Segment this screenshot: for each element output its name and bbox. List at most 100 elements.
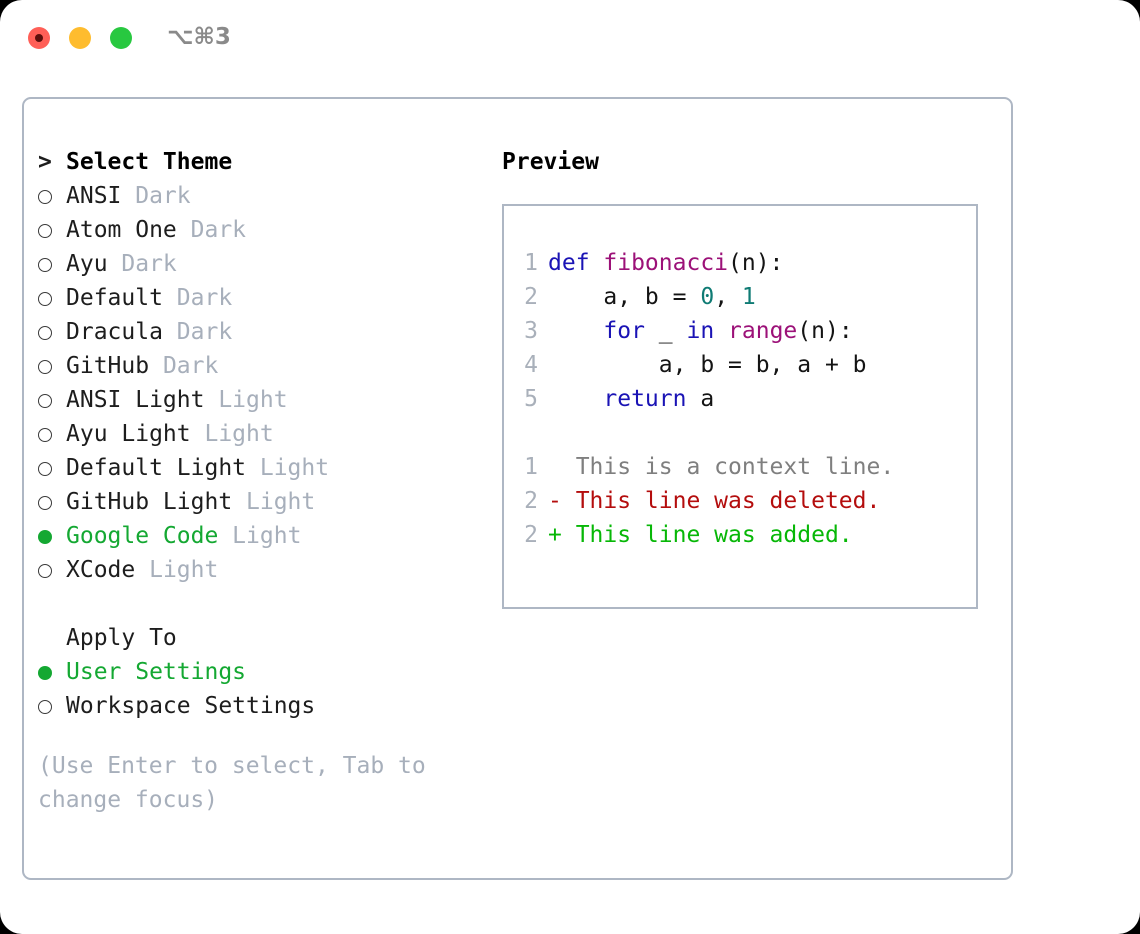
line-number: 2 <box>524 284 538 310</box>
select-theme-header: > Select Theme <box>38 149 488 183</box>
code-token-fn: range <box>728 318 798 344</box>
radio-mark <box>38 224 52 238</box>
code-text: return a <box>548 386 714 412</box>
traffic-light-buttons <box>28 27 132 49</box>
theme-category: Light <box>135 557 219 583</box>
radio-unselected-icon[interactable] <box>38 695 66 718</box>
theme-name: Ayu Light <box>66 421 191 447</box>
theme-list-item[interactable]: GitHub Light Light <box>38 489 488 523</box>
diff-text-add: + This line was added. <box>548 522 853 548</box>
radio-mark <box>38 190 52 204</box>
radio-mark <box>38 428 52 442</box>
radio-unselected-icon[interactable] <box>38 185 66 208</box>
diff-text-ctx: This is a context line. <box>548 454 895 480</box>
radio-mark <box>38 700 52 714</box>
theme-list-item[interactable]: XCode Light <box>38 557 488 591</box>
diff-line: 2 + This line was added. <box>504 522 976 556</box>
theme-category: Dark <box>121 183 191 209</box>
code-token-fn: fibonacci <box>603 250 729 276</box>
radio-mark <box>38 360 52 374</box>
theme-category: Dark <box>176 217 247 243</box>
apply-to-label: User Settings <box>66 659 247 685</box>
radio-unselected-icon[interactable] <box>38 559 66 582</box>
code-text: def fibonacci(n): <box>548 250 783 276</box>
line-number: 1 <box>524 454 538 480</box>
line-number: 5 <box>524 386 538 412</box>
line-number: 4 <box>524 352 538 378</box>
radio-unselected-icon[interactable] <box>38 457 66 480</box>
theme-list-item[interactable]: ANSI Dark <box>38 183 488 217</box>
radio-unselected-icon[interactable] <box>38 491 66 514</box>
code-token-plain: a <box>686 386 715 412</box>
code-token-plain: , <box>714 284 742 310</box>
apply-to-header: o Apply To <box>38 625 488 659</box>
line-number: 2 <box>524 522 538 548</box>
theme-list-item[interactable]: Ayu Dark <box>38 251 488 285</box>
theme-category: Light <box>218 523 302 549</box>
theme-name: Default <box>66 285 163 311</box>
theme-category: Light <box>190 421 274 447</box>
radio-mark <box>38 496 52 510</box>
theme-name: Atom One <box>66 217 177 243</box>
radio-selected-icon[interactable] <box>38 661 66 684</box>
minimize-button-icon[interactable] <box>69 27 91 49</box>
radio-mark <box>38 462 52 476</box>
code-line: 4 a, b = b, a + b <box>504 352 976 386</box>
radio-unselected-icon[interactable] <box>38 219 66 242</box>
theme-list-item[interactable]: Default Dark <box>38 285 488 319</box>
theme-list-item[interactable]: Google Code Light <box>38 523 488 557</box>
diff-line: 1 This is a context line. <box>504 454 976 488</box>
radio-unselected-icon[interactable] <box>38 287 66 310</box>
radio-unselected-icon[interactable] <box>38 321 66 344</box>
apply-to-title: Apply To <box>66 625 177 651</box>
code-token-plain: a, b = b, a + b <box>548 352 867 378</box>
code-token-kw: def <box>548 250 604 276</box>
radio-mark <box>38 258 52 272</box>
diff-sample: 1 This is a context line.2- This line wa… <box>504 454 976 556</box>
select-theme-title: Select Theme <box>66 149 233 175</box>
apply-to-item[interactable]: Workspace Settings <box>38 693 488 727</box>
theme-name: XCode <box>66 557 136 583</box>
code-line: 5 return a <box>504 386 976 420</box>
code-token-plain: (n): <box>728 250 784 276</box>
line-number: 2 <box>524 488 538 514</box>
theme-list-item[interactable]: Atom One Dark <box>38 217 488 251</box>
theme-list-item[interactable]: GitHub Dark <box>38 353 488 387</box>
radio-mark <box>38 326 52 340</box>
code-token-plain <box>548 386 603 412</box>
radio-mark <box>38 394 52 408</box>
radio-selected-icon[interactable] <box>38 525 66 548</box>
close-button-icon[interactable] <box>28 27 50 49</box>
theme-list-item[interactable]: ANSI Light Light <box>38 387 488 421</box>
code-token-num: 1 <box>741 284 756 310</box>
radio-unselected-icon[interactable] <box>38 423 66 446</box>
theme-list-item[interactable]: Default Light Light <box>38 455 488 489</box>
radio-unselected-icon[interactable] <box>38 355 66 378</box>
apply-to-marker-placeholder: o <box>38 627 66 650</box>
maximize-button-icon[interactable] <box>110 27 132 49</box>
theme-name: GitHub Light <box>66 489 233 515</box>
line-number: 3 <box>524 318 538 344</box>
diff-line: 2 - This line was deleted. <box>504 488 976 522</box>
code-token-plain: (n): <box>797 318 853 344</box>
diff-text-del: - This line was deleted. <box>548 488 881 514</box>
caret-icon: > <box>38 149 52 175</box>
radio-mark <box>38 666 52 680</box>
radio-unselected-icon[interactable] <box>38 253 66 276</box>
radio-mark <box>38 530 52 544</box>
theme-name: ANSI <box>66 183 122 209</box>
code-token-plain <box>548 318 603 344</box>
radio-unselected-icon[interactable] <box>38 389 66 412</box>
apply-to-item[interactable]: User Settings <box>38 659 488 693</box>
list-spacer <box>38 591 488 625</box>
theme-list-item[interactable]: Dracula Dark <box>38 319 488 353</box>
code-token-kw: in <box>686 318 715 344</box>
theme-list-item[interactable]: Ayu Light Light <box>38 421 488 455</box>
code-text: a, b = 0, 1 <box>548 284 756 310</box>
